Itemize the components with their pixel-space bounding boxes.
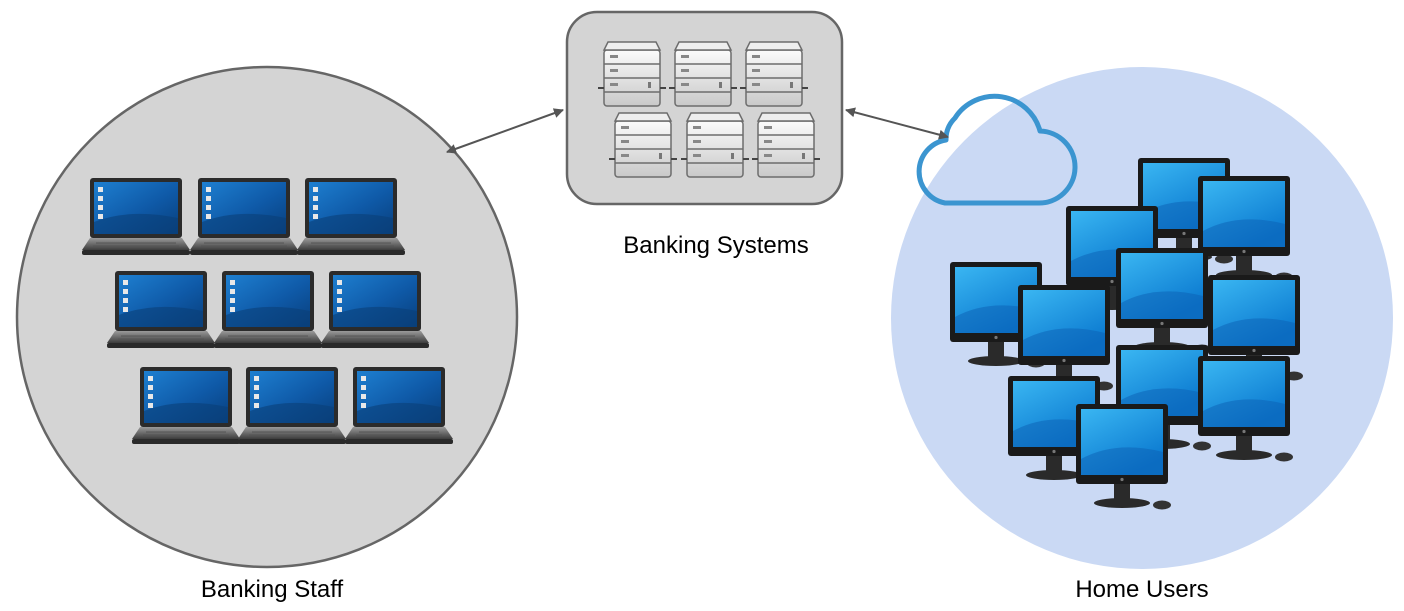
laptop-icon bbox=[213, 270, 323, 349]
laptop-icon bbox=[237, 366, 347, 445]
cloud-icon bbox=[916, 93, 1078, 206]
laptop-icon bbox=[320, 270, 430, 349]
staff-systems-connector bbox=[446, 108, 564, 154]
server-icon bbox=[751, 112, 821, 178]
laptop-icon bbox=[131, 366, 241, 445]
banking-staff-label: Banking Staff bbox=[200, 576, 344, 603]
laptop-icon bbox=[344, 366, 454, 445]
server-icon bbox=[739, 41, 809, 107]
banking-systems-label: Banking Systems bbox=[623, 232, 809, 259]
laptop-icon bbox=[296, 177, 406, 256]
server-icon bbox=[680, 112, 750, 178]
laptop-icon bbox=[106, 270, 216, 349]
home-users-label: Home Users bbox=[1075, 576, 1209, 603]
server-icon bbox=[668, 41, 738, 107]
laptop-icon bbox=[189, 177, 299, 256]
laptop-icon bbox=[81, 177, 191, 256]
systems-home-connector bbox=[845, 107, 949, 140]
server-icon bbox=[608, 112, 678, 178]
server-icon bbox=[597, 41, 667, 107]
